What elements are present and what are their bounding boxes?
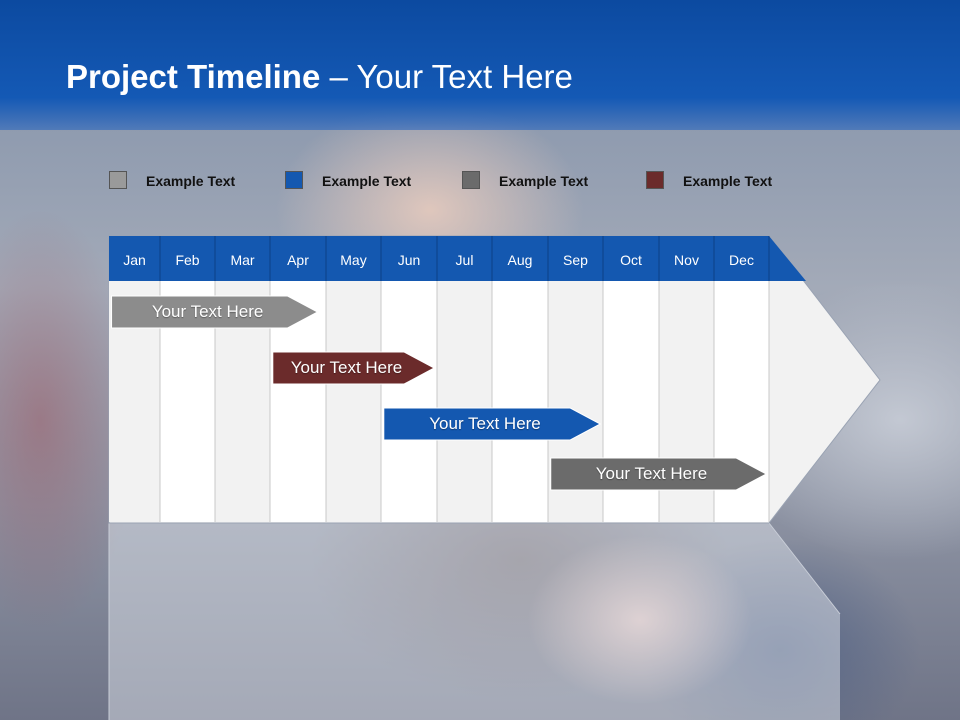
title-bold: Project Timeline [66,58,321,95]
task-bar [111,295,319,329]
title-banner: Project Timeline – Your Text Here [0,0,960,130]
month-column [326,280,381,522]
task-bar [383,407,602,441]
month-column [381,280,437,522]
task-bars [111,295,768,491]
task-bar-label: Your Text Here [429,414,541,433]
month-label: Apr [287,252,309,268]
month-header-bar [109,236,806,281]
chart-shadow-edge [768,522,841,615]
task-bar-label: Your Text Here [595,464,708,483]
legend-swatch [646,171,664,189]
task-bar [272,351,436,385]
month-label: Mar [230,252,255,268]
month-column [492,280,548,522]
task-bar [550,457,768,491]
task-bar-label: Your Text Here [290,358,403,377]
month-label: Aug [507,252,533,268]
month-column [437,280,492,522]
legend-label: Example Text [146,173,236,189]
month-label: May [340,252,367,268]
legend-swatch [109,171,127,189]
legend-label: Example Text [322,173,412,189]
legend-label: Example Text [683,173,773,189]
month-label: Sep [563,252,588,268]
page-title: Project Timeline – Your Text Here [66,58,573,96]
legend-swatch [462,171,480,189]
month-label: Feb [175,252,200,268]
legend-swatch [285,171,303,189]
month-label: Jan [123,252,146,268]
month-label: Jul [455,252,474,268]
chart-shadow [109,523,840,720]
title-rest: – Your Text Here [320,58,573,95]
month-label: Nov [674,252,699,268]
month-label: Dec [729,252,754,268]
month-label: Jun [397,252,421,268]
header-bar [109,236,806,281]
legend-label: Example Text [499,173,589,189]
task-bar-label: Your Text Here [151,302,264,321]
month-label: Oct [620,252,642,268]
